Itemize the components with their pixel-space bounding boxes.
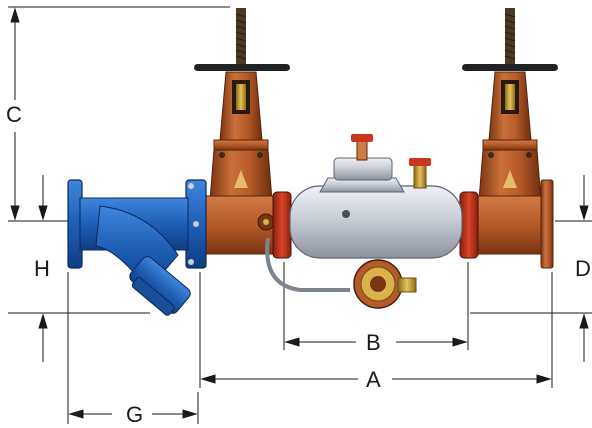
outlet-valve-stem <box>505 8 515 68</box>
outlet-handwheel <box>462 64 558 71</box>
inlet-grooved-coupling <box>272 191 292 259</box>
dimension-label-d: D <box>573 256 592 281</box>
dimension-label-c: C <box>4 102 24 127</box>
check-valve-body <box>289 134 463 259</box>
y-strainer <box>67 179 199 316</box>
inlet-valve-stem <box>236 8 246 68</box>
outlet-gate-valve <box>462 8 558 201</box>
dimension-label-a: A <box>364 367 383 392</box>
dimension-lines <box>8 6 592 424</box>
dimension-label-g: G <box>124 402 146 427</box>
inlet-handwheel <box>194 64 290 71</box>
outlet-flange <box>540 179 554 269</box>
outlet-grooved-coupling <box>459 191 479 259</box>
dimension-label-b: B <box>364 330 383 355</box>
relief-valve <box>265 237 417 309</box>
dimension-label-h: H <box>32 256 52 281</box>
inlet-gate-valve <box>194 8 290 201</box>
